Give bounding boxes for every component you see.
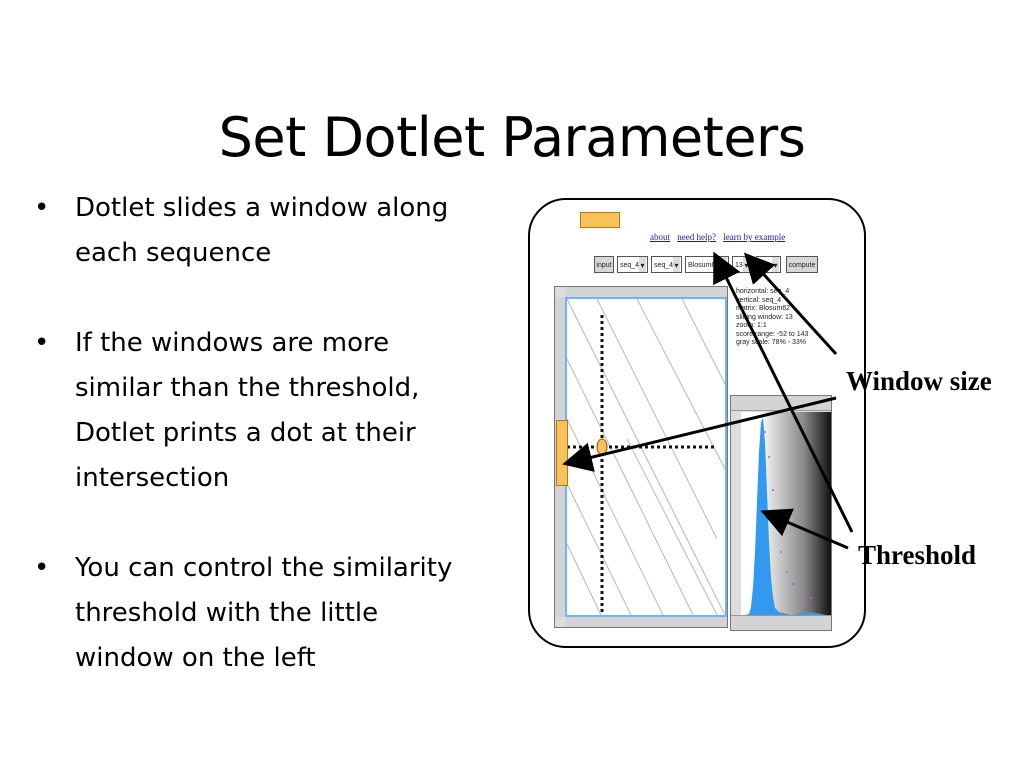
window-size-label: Window size xyxy=(846,366,992,396)
learn-by-example-link[interactable]: learn by example xyxy=(723,232,786,242)
bullet-dot: • xyxy=(34,328,50,358)
histogram-top-scrollbar[interactable] xyxy=(731,396,831,411)
dot-plot-panel xyxy=(554,286,728,628)
info-line: sliding window: 13 xyxy=(736,313,793,321)
bullet-text: If the windows are more similar than the… xyxy=(75,328,420,493)
horizontal-sequence-select[interactable]: seq_4 xyxy=(617,256,648,273)
info-panel: horizontal: seq_4 vertical: seq_4 matrix… xyxy=(736,288,808,348)
slide-title: Set Dotlet Parameters xyxy=(218,106,806,169)
dot-plot-diagonals xyxy=(566,298,726,616)
bullet-text: You can control the similarity threshold… xyxy=(75,553,453,673)
dot-plot-area[interactable] xyxy=(565,297,727,617)
info-line: matrix: Blosum62 xyxy=(736,305,791,312)
threshold-label: Threshold xyxy=(858,540,977,570)
info-line: vertical: seq_4 xyxy=(736,296,782,304)
score-histogram xyxy=(741,418,831,616)
about-link[interactable]: about xyxy=(650,232,670,242)
bullet-list: • Dotlet slides a window along each sequ… xyxy=(34,186,484,726)
vertical-window-slider[interactable] xyxy=(556,420,568,486)
histogram-bottom-scrollbar[interactable] xyxy=(731,615,831,630)
bullet-item: • You can control the similarity thresho… xyxy=(34,546,484,681)
help-links: about need help? learn by example xyxy=(650,232,790,242)
grayscale-gradient[interactable] xyxy=(741,412,831,616)
info-line: gray scale: 78% - 33% xyxy=(736,339,807,346)
threshold-histogram-panel xyxy=(730,395,832,631)
bullet-item: • If the windows are more similar than t… xyxy=(34,321,484,501)
info-line: horizontal: seq_4 xyxy=(736,288,790,295)
bullet-dot: • xyxy=(34,193,50,223)
zoom-select[interactable]: 1:1 xyxy=(756,256,781,273)
bullet-item: • Dotlet slides a window along each sequ… xyxy=(34,186,484,276)
input-button[interactable]: input xyxy=(594,256,614,273)
compute-button[interactable]: compute xyxy=(786,256,818,273)
vertical-sequence-select[interactable]: seq_4 xyxy=(651,256,682,273)
window-size-select[interactable]: 13 xyxy=(732,256,752,273)
matrix-select[interactable]: Blosum62 xyxy=(685,256,729,273)
info-line: score range: -52 to 143 xyxy=(736,330,809,338)
intersection-marker xyxy=(596,438,608,456)
need-help-link[interactable]: need help? xyxy=(677,232,716,242)
horizontal-window-slider[interactable] xyxy=(580,212,620,228)
bullet-dot: • xyxy=(34,553,50,583)
bullet-text: Dotlet slides a window along each sequen… xyxy=(75,193,449,268)
info-line: zoom: 1:1 xyxy=(736,322,767,329)
dotlet-screenshot: about need help? learn by example input … xyxy=(528,198,866,648)
